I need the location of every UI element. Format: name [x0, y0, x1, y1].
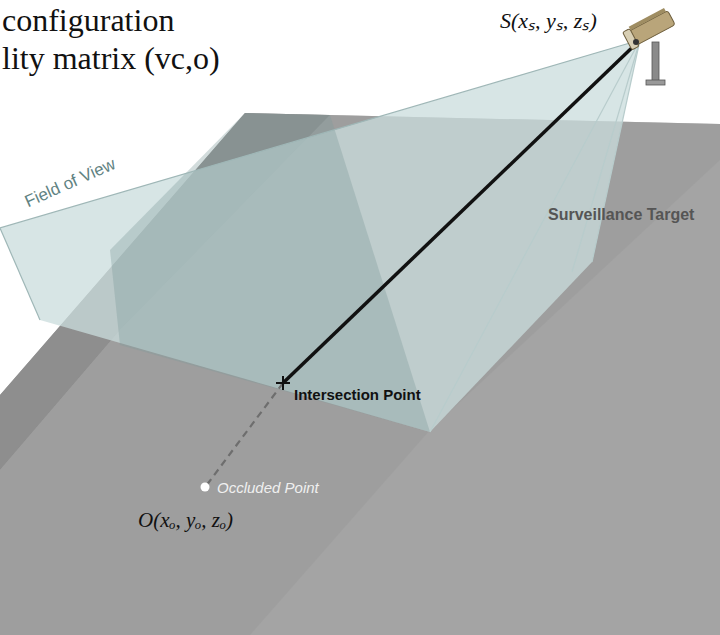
- occluded-point: [201, 483, 210, 492]
- fov-edge: [430, 40, 640, 432]
- fov-edge: [0, 228, 40, 320]
- fov-edge: [592, 40, 640, 262]
- view-footprint: [110, 113, 430, 432]
- point-label: Occluded Point: [217, 479, 319, 496]
- point-coordinate: O(xₒ, yₒ, zₒ): [138, 508, 233, 533]
- intersection-marker: [282, 376, 284, 390]
- point-label: Intersection Point: [294, 386, 421, 403]
- heading-text: configuration: [2, 2, 174, 39]
- field-of-view: [0, 40, 640, 432]
- camera-symbol: [622, 7, 676, 85]
- sensor-coordinate: S(xₛ, yₛ, zₛ): [500, 4, 597, 34]
- occluded-ray: [206, 383, 283, 486]
- region-label: Surveillance Target: [548, 206, 694, 224]
- heading-text: lity matrix (vc,o): [2, 40, 220, 77]
